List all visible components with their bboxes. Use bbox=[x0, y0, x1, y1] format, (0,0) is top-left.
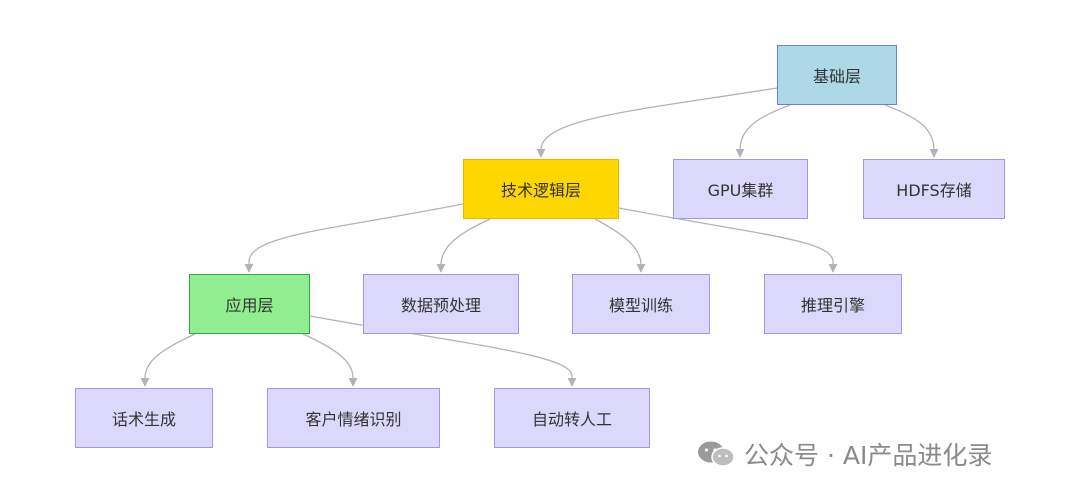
node-application-layer: 应用层 bbox=[189, 274, 310, 334]
node-inference-engine: 推理引擎 bbox=[764, 274, 902, 334]
edge-tech-inference bbox=[618, 207, 838, 273]
node-script-generation: 话术生成 bbox=[75, 388, 213, 448]
node-data-preprocessing: 数据预处理 bbox=[363, 274, 519, 334]
wechat-icon bbox=[698, 441, 735, 467]
watermark-text: 公众号 · AI产品进化录 bbox=[744, 441, 993, 470]
edge-base-tech bbox=[536, 87, 778, 158]
edge-tech-app bbox=[244, 203, 464, 273]
node-hdfs-storage: HDFS存储 bbox=[863, 159, 1005, 219]
edge-app-talk bbox=[140, 333, 196, 387]
node-base-layer: 基础层 bbox=[777, 45, 897, 105]
edge-base-hdfs bbox=[884, 104, 939, 158]
watermark: 公众号 · AI产品进化录 bbox=[696, 436, 992, 472]
node-model-training: 模型训练 bbox=[572, 274, 710, 334]
node-gpu-cluster: GPU集群 bbox=[673, 159, 808, 219]
edge-app-emotion bbox=[302, 333, 358, 387]
node-auto-transfer-human: 自动转人工 bbox=[494, 388, 650, 448]
edge-tech-model bbox=[594, 218, 646, 273]
node-emotion-recognition: 客户情绪识别 bbox=[267, 388, 440, 448]
edge-base-gpu bbox=[735, 104, 791, 158]
node-tech-logic-layer: 技术逻辑层 bbox=[463, 159, 619, 219]
edge-tech-preprocess bbox=[436, 218, 491, 273]
